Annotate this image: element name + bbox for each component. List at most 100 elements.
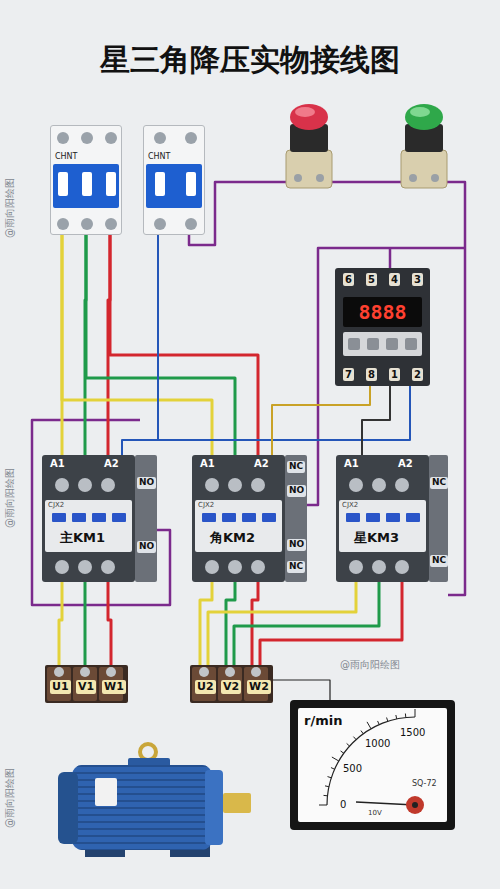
key (367, 338, 379, 350)
wire (273, 680, 330, 700)
control-wire (389, 248, 392, 268)
wire (362, 386, 390, 455)
scale-tick (367, 722, 371, 729)
pin-label: NC (430, 477, 448, 489)
model-label: CJX2 (342, 502, 358, 510)
button-base (401, 150, 447, 188)
screw (349, 478, 363, 492)
contact-slider (406, 513, 420, 522)
wire-bundle (272, 386, 370, 455)
screw (78, 478, 92, 492)
motor-shaft (223, 793, 251, 813)
scale-label: SQ-72 (412, 780, 437, 789)
wire (108, 582, 111, 665)
wire (86, 235, 235, 455)
contact-slider (242, 513, 256, 522)
screw (106, 667, 116, 677)
screw (80, 667, 90, 677)
pin-label: NO (287, 539, 306, 551)
screw (409, 174, 417, 182)
screw (251, 560, 265, 574)
terminal-label: W2 (247, 680, 271, 694)
screw (372, 478, 386, 492)
screw (54, 667, 64, 677)
contact-slider (366, 513, 380, 522)
button-shine (410, 107, 430, 117)
pin-label: A1 (344, 458, 359, 469)
wire (84, 582, 87, 665)
pin-number: 8 (366, 368, 377, 381)
model-label: CJX2 (198, 502, 214, 510)
screw (316, 174, 324, 182)
screw (154, 218, 166, 230)
screw (78, 560, 92, 574)
wire (200, 582, 212, 665)
brand-label: CHNT (55, 153, 77, 162)
breaker-toggle (106, 172, 116, 196)
scale-label: 1500 (400, 727, 425, 738)
screw (395, 478, 409, 492)
contactor-name: 角KM2 (210, 531, 255, 545)
scale-tick (328, 777, 332, 778)
wire (122, 235, 158, 455)
nameplate (95, 778, 117, 806)
scale-tick (325, 785, 329, 787)
pin-number: 4 (389, 273, 400, 286)
aux-contact-block (135, 455, 157, 582)
screw (105, 218, 117, 230)
screw (349, 560, 363, 574)
brand-label: CHNT (148, 153, 170, 162)
wire-bundle (122, 235, 158, 455)
pin-label: A2 (254, 458, 269, 469)
terminal-label: W1 (102, 680, 126, 694)
terminal-label: U1 (50, 680, 71, 694)
contact-slider (346, 513, 360, 522)
screw (185, 132, 197, 144)
screw (372, 560, 386, 574)
scale-label: r/min (304, 714, 342, 728)
button-shine (295, 107, 315, 117)
contact-slider (222, 513, 236, 522)
terminal-label: U2 (195, 680, 216, 694)
screw (57, 218, 69, 230)
wire-bundle (208, 582, 402, 665)
circuit-breaker: CHNT (143, 125, 205, 235)
screw (294, 174, 302, 182)
watermark: @雨向阳绘图 (3, 176, 16, 240)
terminal-label: V1 (76, 680, 96, 694)
wire-bundle (158, 235, 410, 440)
pin-label: NC (287, 561, 305, 573)
screw (228, 560, 242, 574)
screw (225, 667, 235, 677)
button-cap (405, 104, 443, 130)
scale-tick (347, 743, 350, 746)
pin-number: 5 (366, 273, 377, 286)
terminal-block: U1 V1 W1 (45, 665, 128, 703)
scale-label: 1000 (365, 738, 390, 749)
wire (260, 582, 402, 665)
contact-slider (202, 513, 216, 522)
needle-hub-center (412, 802, 418, 808)
wire (272, 386, 370, 455)
wire (158, 235, 410, 440)
needle-hub (406, 796, 424, 814)
key (348, 338, 360, 350)
motor (58, 744, 251, 857)
scale-label: 0 (340, 799, 346, 810)
terminal-block: U2V2W2 (190, 665, 273, 703)
wire-bundle (273, 680, 330, 700)
scale-tick (405, 714, 406, 718)
led-display: 8888 (343, 301, 422, 323)
screw (81, 132, 93, 144)
breaker-toggle (186, 172, 196, 196)
screw (228, 478, 242, 492)
contact-slider (386, 513, 400, 522)
screw (205, 478, 219, 492)
contactor-name: 星KM3 (354, 531, 399, 545)
scale-tick (331, 768, 335, 770)
control-wire (32, 420, 170, 605)
screw (55, 478, 69, 492)
contactor: A1A2NONOCJX2主KM1 (42, 455, 158, 582)
pin-label: A1 (200, 458, 215, 469)
stop-button (286, 104, 332, 188)
